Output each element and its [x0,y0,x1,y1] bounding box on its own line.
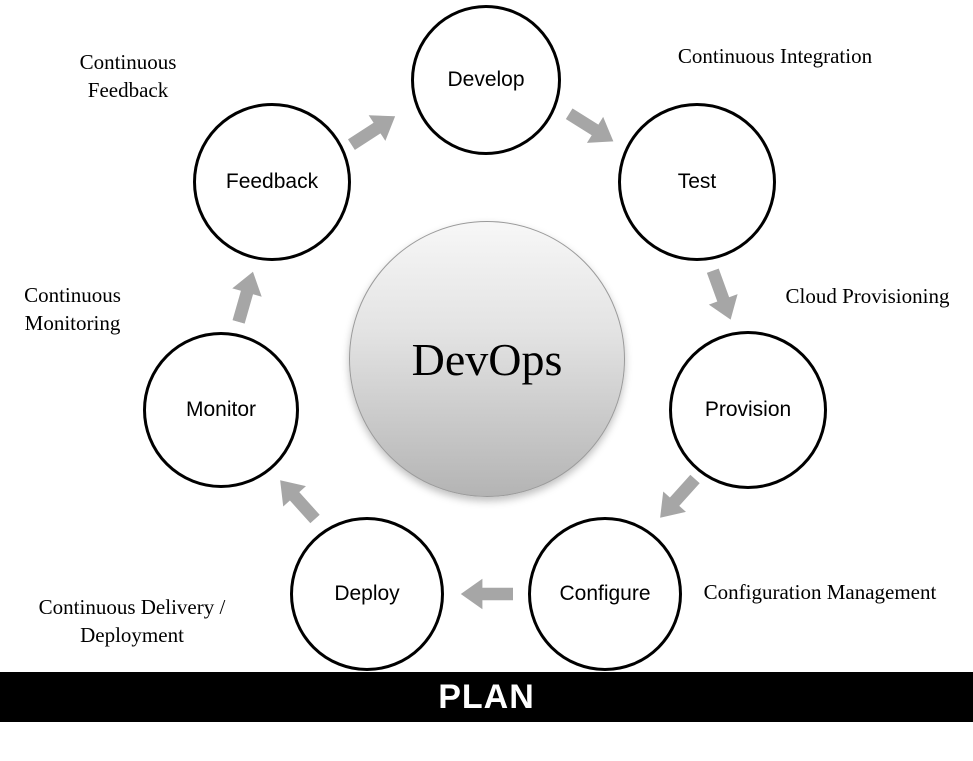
node-provision: Provision [669,331,827,489]
annotation-continuous-monitoring: Continuous Monitoring [24,283,121,336]
devops-label: DevOps [411,333,563,385]
node-monitor: Monitor [143,332,299,488]
node-feedback: Feedback [193,103,351,261]
annotation-cloud-provisioning: Cloud Provisioning [785,284,950,308]
node-feedback-label: Feedback [225,170,319,193]
plan-label: PLAN [438,677,535,716]
node-deploy-label: Deploy [334,582,400,605]
arrow-test-to-provision-icon [695,264,749,328]
node-test-label: Test [677,170,717,193]
arrow-deploy-to-monitor-icon [265,466,329,532]
arrow-feedback-to-develop-icon [341,99,407,160]
plan-bar: PLAN [0,672,973,722]
arrow-configure-to-deploy-icon [459,575,513,613]
node-develop-label: Develop [447,68,525,91]
node-monitor-label: Monitor [185,398,257,421]
arrow-develop-to-test-icon [559,98,625,159]
annotation-continuous-delivery: Continuous Delivery / Deployment [38,595,226,648]
node-configure-label: Configure [559,582,651,605]
arrow-provision-to-configure-icon [645,466,709,532]
annotation-configuration-management: Configuration Management [703,580,937,604]
node-test: Test [618,103,776,261]
annotation-continuous-feedback: Continuous Feedback [79,50,177,103]
node-deploy: Deploy [290,517,444,671]
annotation-continuous-integration: Continuous Integration [677,44,873,68]
arrow-monitor-to-feedback-icon [220,265,271,327]
devops-center-circle: DevOps [349,221,625,497]
node-develop: Develop [411,5,561,155]
node-provision-label: Provision [704,398,792,421]
node-configure: Configure [528,517,682,671]
